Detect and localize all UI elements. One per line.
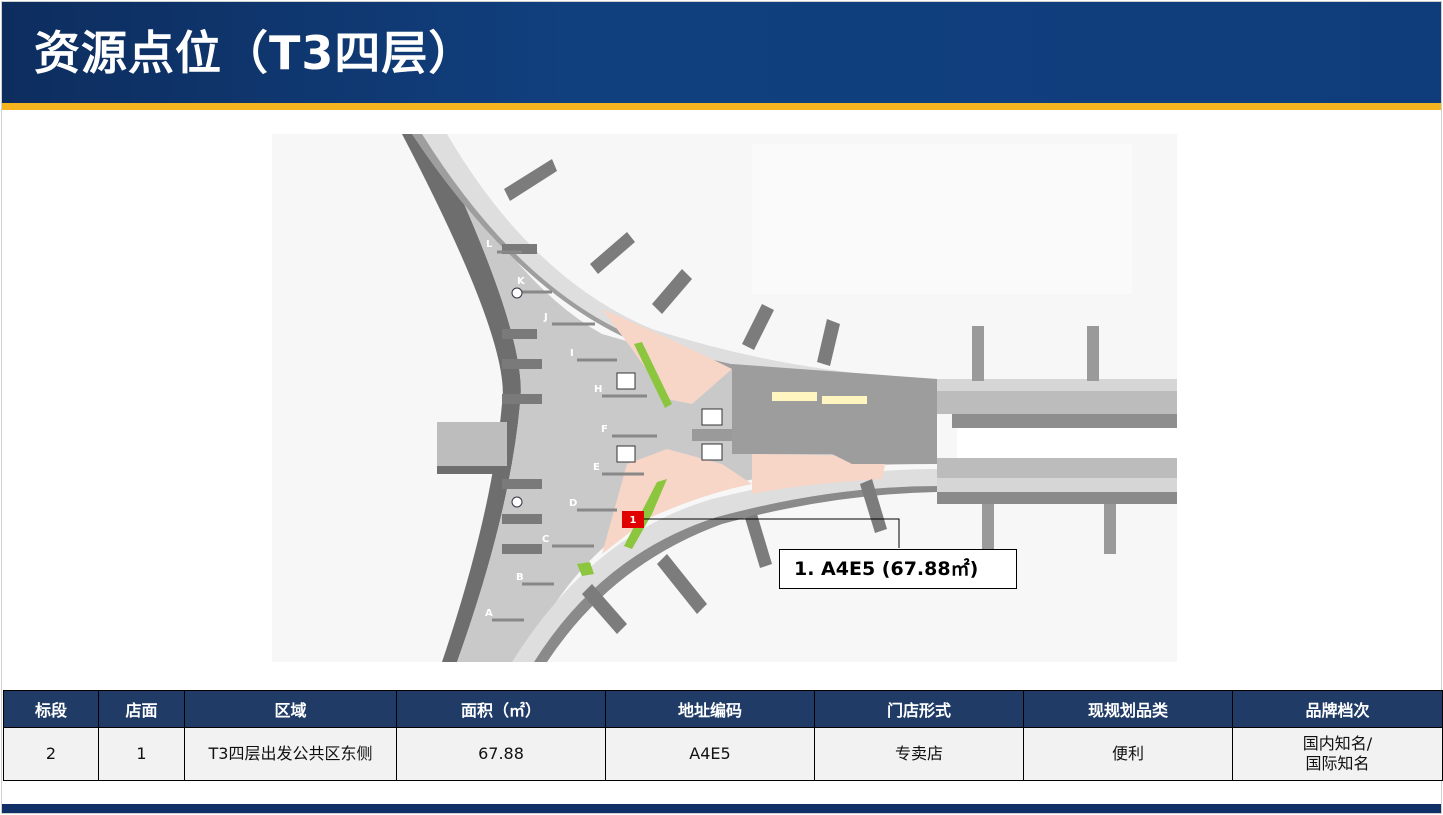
cell-brand-tier: 国内知名/ 国际知名 — [1232, 727, 1443, 781]
header-banner: 资源点位（T3四层） — [2, 2, 1441, 103]
header-category: 现规划品类 — [1023, 690, 1233, 728]
table-header-row: 标段 店面 区域 面积（㎡） 地址编码 门店形式 现规划品类 品牌档次 — [3, 690, 1443, 728]
gate-letter-l: L — [486, 239, 493, 250]
floor-plan-graphic: L K J I H F E D C B A 1 — [272, 134, 1177, 662]
terminal-floor-map: L K J I H F E D C B A 1 — [272, 134, 1177, 662]
header-size: 面积（㎡） — [396, 690, 606, 728]
gate-letter-j: J — [543, 312, 548, 323]
gate-letter-e: E — [593, 462, 600, 473]
gate-letter-f: F — [601, 424, 608, 435]
shop-marker-label: 1 — [630, 515, 637, 526]
cell-category: 便利 — [1023, 727, 1233, 781]
gate-letter-b: B — [516, 572, 524, 583]
gate-letter-k: K — [517, 276, 526, 287]
table-row: 2 1 T3四层出发公共区东侧 67.88 A4E5 专卖店 便利 国内知名/ … — [3, 727, 1443, 781]
cell-store: 1 — [98, 727, 185, 781]
header-area-zone: 区域 — [184, 690, 397, 728]
gate-letter-a: A — [485, 608, 493, 619]
gate-letter-d: D — [569, 498, 577, 509]
cell-section: 2 — [3, 727, 99, 781]
header-address-code: 地址编码 — [605, 690, 815, 728]
header-brand-tier: 品牌档次 — [1232, 690, 1443, 728]
header-accent-rule — [2, 103, 1441, 110]
resource-info-table: 标段 店面 区域 面积（㎡） 地址编码 门店形式 现规划品类 品牌档次 2 1 … — [3, 690, 1443, 781]
header-store-format: 门店形式 — [814, 690, 1024, 728]
cell-store-format: 专卖店 — [814, 727, 1024, 781]
cell-size: 67.88 — [396, 727, 606, 781]
page-title: 资源点位（T3四层） — [34, 26, 476, 80]
cell-address-code: A4E5 — [605, 727, 815, 781]
gate-letter-h: H — [594, 384, 602, 395]
gate-letter-c: C — [542, 534, 549, 545]
header-store: 店面 — [98, 690, 185, 728]
gate-letter-i: I — [570, 348, 574, 359]
header-section: 标段 — [3, 690, 99, 728]
shop-callout: 1. A4E5 (67.88㎡) — [779, 549, 1017, 589]
footer-bar — [2, 804, 1441, 813]
cell-area-zone: T3四层出发公共区东侧 — [184, 727, 397, 781]
